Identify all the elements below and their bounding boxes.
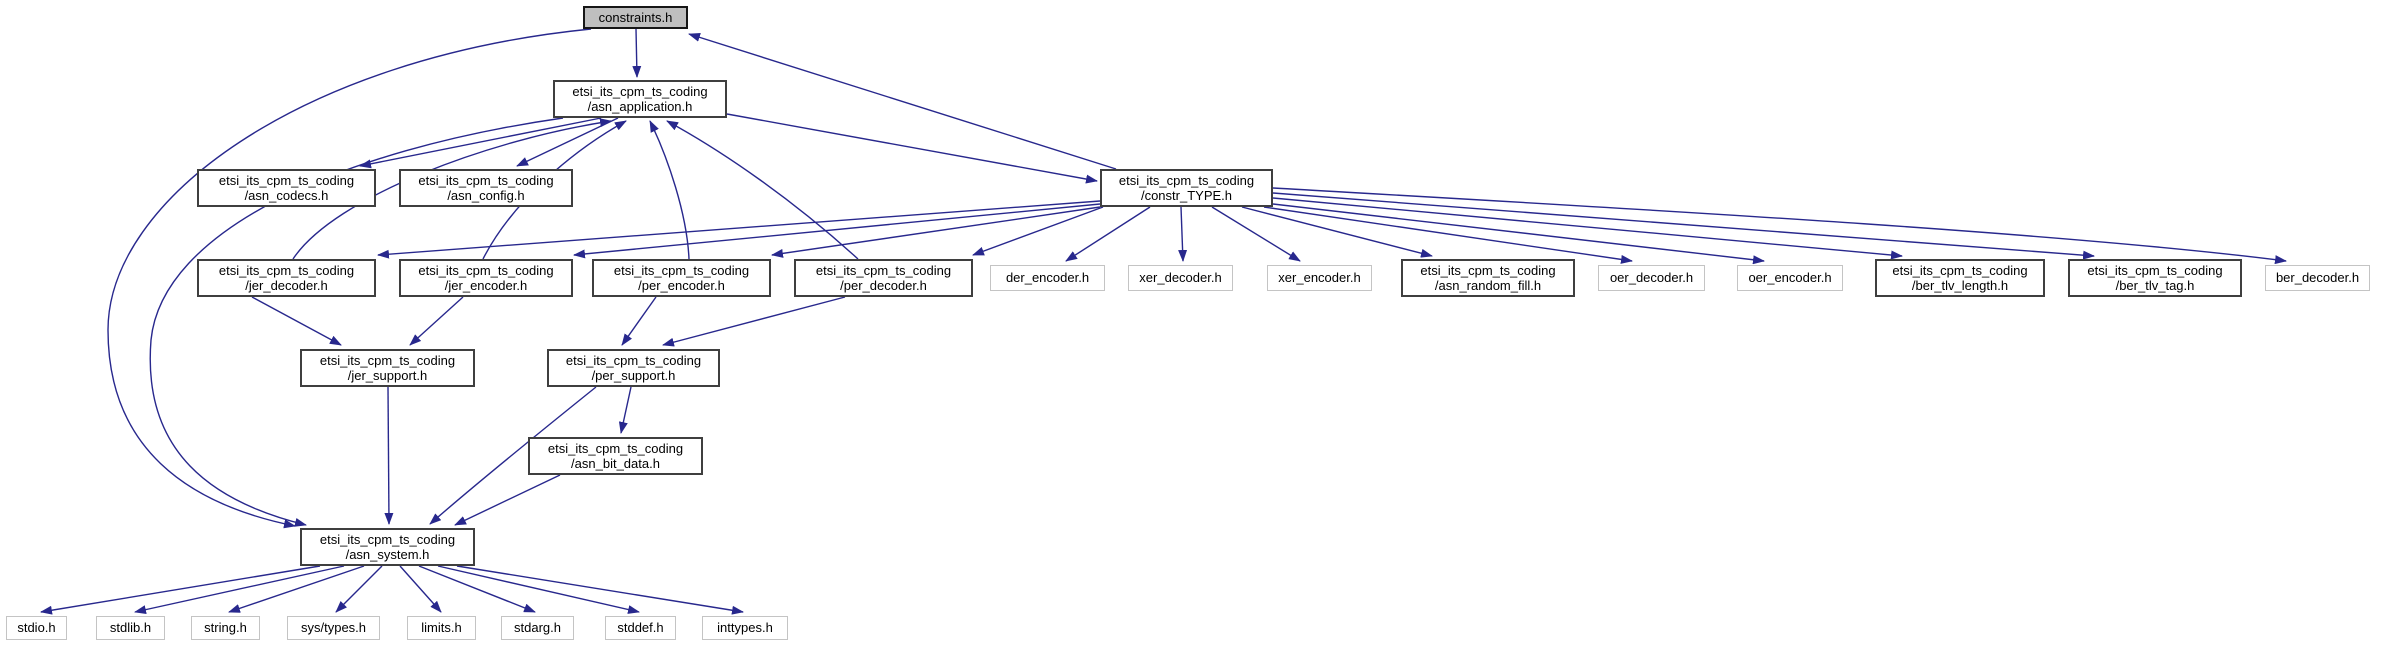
node-constr_TYPE_h[interactable]: etsi_its_cpm_ts_coding /constr_TYPE.h bbox=[1100, 169, 1273, 207]
edge-asn_system_h-stdlib_h bbox=[134, 565, 345, 615]
node-per_encoder_h[interactable]: etsi_its_cpm_ts_coding /per_encoder.h bbox=[592, 259, 771, 297]
edge-asn_system_h-inttypes_h bbox=[456, 565, 744, 615]
edge-asn_system_h-limits_h bbox=[399, 565, 442, 613]
node-per_support_h[interactable]: etsi_its_cpm_ts_coding /per_support.h bbox=[547, 349, 720, 387]
node-ber_tlv_length_h[interactable]: etsi_its_cpm_ts_coding /ber_tlv_length.h bbox=[1875, 259, 2045, 297]
node-asn_codecs_h[interactable]: etsi_its_cpm_ts_coding /asn_codecs.h bbox=[197, 169, 376, 207]
edge-constr_TYPE_h-asn_random_fill_h bbox=[1241, 206, 1433, 258]
node-oer_decoder_h: oer_decoder.h bbox=[1598, 265, 1705, 291]
node-asn_application_h[interactable]: etsi_its_cpm_ts_coding /asn_application.… bbox=[553, 80, 727, 118]
node-ber_tlv_tag_h[interactable]: etsi_its_cpm_ts_coding /ber_tlv_tag.h bbox=[2068, 259, 2242, 297]
edge-jer_decoder_h-jer_support_h bbox=[251, 296, 342, 346]
edge-asn_system_h-sys_types_h bbox=[335, 565, 383, 613]
node-per_decoder_h[interactable]: etsi_its_cpm_ts_coding /per_decoder.h bbox=[794, 259, 973, 297]
edge-constr_TYPE_h-jer_decoder_h bbox=[377, 200, 1101, 259]
node-asn_random_fill_h[interactable]: etsi_its_cpm_ts_coding /asn_random_fill.… bbox=[1401, 259, 1575, 297]
edge-asn_application_h-asn_codecs_h bbox=[359, 117, 602, 169]
node-stdarg_h: stdarg.h bbox=[501, 616, 574, 640]
node-jer_support_h[interactable]: etsi_its_cpm_ts_coding /jer_support.h bbox=[300, 349, 475, 387]
edge-per_encoder_h-per_support_h bbox=[621, 296, 657, 346]
edge-constr_TYPE_h-xer_decoder_h bbox=[1178, 206, 1188, 262]
edge-constr_TYPE_h-constraints_h bbox=[688, 33, 1117, 170]
edge-per_support_h-asn_system_h bbox=[429, 386, 597, 525]
edge-asn_application_h-asn_system_h bbox=[149, 117, 564, 527]
edge-constr_TYPE_h-oer_decoder_h bbox=[1263, 206, 1633, 264]
edge-asn_bit_data_h-asn_system_h bbox=[454, 474, 561, 526]
edge-constr_TYPE_h-ber_tlv_length_h bbox=[1272, 197, 1903, 260]
node-jer_decoder_h[interactable]: etsi_its_cpm_ts_coding /jer_decoder.h bbox=[197, 259, 376, 297]
edge-asn_system_h-stdarg_h bbox=[418, 565, 536, 613]
node-constraints_h: constraints.h bbox=[583, 6, 688, 29]
edge-constr_TYPE_h-der_encoder_h bbox=[1065, 206, 1151, 262]
edge-constr_TYPE_h-ber_tlv_tag_h bbox=[1272, 192, 2095, 260]
edge-constr_TYPE_h-jer_encoder_h bbox=[573, 203, 1101, 259]
edge-constr_TYPE_h-per_encoder_h bbox=[771, 206, 1101, 258]
edge-jer_encoder_h-jer_support_h bbox=[409, 296, 464, 346]
node-stddef_h: stddef.h bbox=[605, 616, 676, 640]
node-asn_system_h[interactable]: etsi_its_cpm_ts_coding /asn_system.h bbox=[300, 528, 475, 566]
edge-asn_system_h-string_h bbox=[228, 565, 365, 613]
node-xer_decoder_h: xer_decoder.h bbox=[1128, 265, 1233, 291]
node-stdlib_h: stdlib.h bbox=[96, 616, 165, 640]
node-sys_types_h: sys/types.h bbox=[287, 616, 380, 640]
edge-constr_TYPE_h-xer_encoder_h bbox=[1211, 206, 1301, 262]
node-xer_encoder_h: xer_encoder.h bbox=[1267, 265, 1372, 291]
edge-constr_TYPE_h-per_decoder_h bbox=[972, 206, 1104, 256]
node-ber_decoder_h: ber_decoder.h bbox=[2265, 265, 2370, 291]
edge-per_decoder_h-per_support_h bbox=[662, 296, 846, 347]
edge-constraints_h-asn_system_h bbox=[107, 28, 592, 529]
edge-constraints_h-asn_application_h bbox=[632, 28, 642, 78]
node-jer_encoder_h[interactable]: etsi_its_cpm_ts_coding /jer_encoder.h bbox=[399, 259, 573, 297]
edge-constr_TYPE_h-ber_decoder_h bbox=[1272, 187, 2287, 265]
edge-asn_system_h-stdio_h bbox=[40, 565, 321, 615]
node-string_h: string.h bbox=[191, 616, 260, 640]
node-asn_bit_data_h[interactable]: etsi_its_cpm_ts_coding /asn_bit_data.h bbox=[528, 437, 703, 475]
edge-asn_system_h-stddef_h bbox=[437, 565, 640, 614]
node-der_encoder_h: der_encoder.h bbox=[990, 265, 1105, 291]
node-inttypes_h: inttypes.h bbox=[702, 616, 788, 640]
edge-per_support_h-asn_bit_data_h bbox=[618, 386, 632, 434]
node-asn_config_h[interactable]: etsi_its_cpm_ts_coding /asn_config.h bbox=[399, 169, 573, 207]
edge-asn_application_h-constr_TYPE_h bbox=[726, 113, 1098, 184]
edge-jer_support_h-asn_system_h bbox=[384, 386, 394, 525]
edge-constr_TYPE_h-oer_encoder_h bbox=[1272, 203, 1765, 265]
edge-per_encoder_h-asn_application_h bbox=[649, 120, 690, 260]
node-oer_encoder_h: oer_encoder.h bbox=[1737, 265, 1843, 291]
edge-per_decoder_h-asn_application_h bbox=[666, 120, 859, 260]
node-limits_h: limits.h bbox=[407, 616, 476, 640]
node-stdio_h: stdio.h bbox=[6, 616, 67, 640]
